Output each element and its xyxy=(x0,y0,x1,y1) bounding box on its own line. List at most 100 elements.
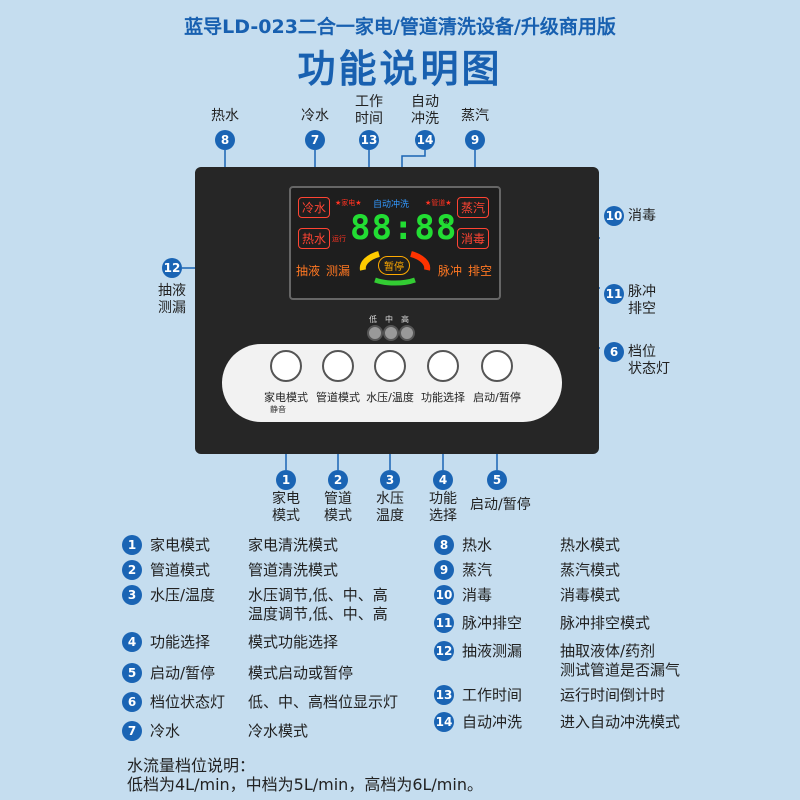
legend-4-badge: 4 xyxy=(122,632,142,652)
display-cold: 冷水 xyxy=(298,197,331,218)
legend-8-badge: 8 xyxy=(434,535,454,555)
display-empty: 排空 xyxy=(468,264,493,278)
callout-2-label: 管道 模式 xyxy=(324,491,352,524)
display-auto-flush: 自动冲洗 xyxy=(373,200,410,210)
callout-2-badge: 2 xyxy=(328,470,348,490)
legend-11-name: 脉冲排空 xyxy=(462,614,523,632)
home-appliance-icon[interactable] xyxy=(270,350,302,382)
callout-13-label: 工作 时间 xyxy=(355,94,383,127)
pressure-arc xyxy=(359,251,431,286)
legend-6-name: 档位状态灯 xyxy=(150,693,226,711)
legend-1-badge: 1 xyxy=(122,535,142,555)
legend-2-badge: 2 xyxy=(122,560,142,580)
play-pause-icon[interactable] xyxy=(481,350,513,382)
callout-7-badge: 7 xyxy=(305,130,325,150)
legend-2-desc: 管道清洗模式 xyxy=(248,561,339,579)
legend-10-desc: 消毒模式 xyxy=(560,586,621,604)
legend-7-badge: 7 xyxy=(122,721,142,741)
mute-label: 静音 xyxy=(270,405,286,414)
start-pause-button[interactable]: 启动/暂停 xyxy=(473,391,521,404)
callout-12-badge: 12 xyxy=(162,258,182,278)
led-low xyxy=(367,325,383,341)
display-pipe-indicator: ★管道★ xyxy=(425,199,452,207)
callout-8-badge: 8 xyxy=(215,130,235,150)
display-pump: 抽液 xyxy=(296,264,321,278)
subtitle: 蓝导LD-023二合一家电/管道清洗设备/升级商用版 xyxy=(184,16,616,38)
legend-1-name: 家电模式 xyxy=(150,536,211,554)
callout-3-label: 水压 温度 xyxy=(376,491,404,524)
hand-select-icon[interactable] xyxy=(427,350,459,382)
pressure-gauge-icon[interactable] xyxy=(374,350,406,382)
display-home-indicator: ★家电★ xyxy=(335,199,362,207)
pipe-mode-button[interactable]: 管道模式 xyxy=(316,391,360,404)
callout-4-badge: 4 xyxy=(433,470,453,490)
legend-7-desc: 冷水模式 xyxy=(248,722,309,740)
time-digits: 88:88 xyxy=(350,208,458,248)
legend-9-name: 蒸汽 xyxy=(462,561,493,579)
legend-9-badge: 9 xyxy=(434,560,454,580)
legend-6-desc: 低、中、高档位显示灯 xyxy=(248,693,399,711)
legend-5-name: 启动/暂停 xyxy=(150,664,216,682)
legend-7-name: 冷水 xyxy=(150,722,181,740)
callout-12-label: 抽液 测漏 xyxy=(158,283,186,316)
callout-8-label: 热水 xyxy=(211,108,239,124)
callout-3-badge: 3 xyxy=(380,470,400,490)
legend-14-desc: 进入自动冲洗模式 xyxy=(560,713,681,731)
callout-9-label: 蒸汽 xyxy=(461,108,489,124)
display-steam: 蒸汽 xyxy=(457,197,490,218)
legend-4-desc: 模式功能选择 xyxy=(248,633,339,651)
callout-10-badge: 10 xyxy=(604,206,624,226)
led-high-label: 高 xyxy=(401,315,409,324)
legend-12-name: 抽液测漏 xyxy=(462,642,523,660)
led-low-label: 低 xyxy=(369,315,377,324)
callout-5-label: 启动/暂停 xyxy=(470,497,531,513)
legend-8-desc: 热水模式 xyxy=(560,536,621,554)
display-disinfect: 消毒 xyxy=(457,228,490,249)
callout-7-label: 冷水 xyxy=(301,108,329,124)
legend-11-desc: 脉冲排空模式 xyxy=(560,614,651,632)
legend-10-name: 消毒 xyxy=(462,586,493,604)
legend-1-desc: 家电清洗模式 xyxy=(248,536,339,554)
pressure-temp-button[interactable]: 水压/温度 xyxy=(366,391,414,404)
legend-3-desc: 水压调节,低、中、高 温度调节,低、中、高 xyxy=(248,586,388,623)
display-pulse: 脉冲 xyxy=(438,264,463,278)
display-pause: 暂停 xyxy=(378,256,410,275)
flow-detail: 低档为4L/min，中档为5L/min，高档为6L/min。 xyxy=(127,775,483,794)
callout-4-label: 功能 选择 xyxy=(429,491,457,524)
pipe-icon[interactable] xyxy=(322,350,354,382)
legend-5-desc: 模式启动或暂停 xyxy=(248,664,354,682)
led-high xyxy=(399,325,415,341)
callout-13-badge: 13 xyxy=(359,130,379,150)
legend-9-desc: 蒸汽模式 xyxy=(560,561,621,579)
callout-11-badge: 11 xyxy=(604,284,624,304)
flow-title: 水流量档位说明： xyxy=(127,756,256,775)
callout-11-label: 脉冲 排空 xyxy=(628,284,656,317)
function-select-button[interactable]: 功能选择 xyxy=(421,391,465,404)
page-title: 功能说明图 xyxy=(297,47,503,91)
legend-12-badge: 12 xyxy=(434,641,454,661)
legend-13-badge: 13 xyxy=(434,685,454,705)
legend-12-desc: 抽取液体/药剂 测试管道是否漏气 xyxy=(560,642,681,679)
display-seconds: 秒 xyxy=(442,221,449,229)
callout-14-label: 自动 冲洗 xyxy=(411,94,439,127)
callout-6-badge: 6 xyxy=(604,342,624,362)
legend-14-name: 自动冲洗 xyxy=(462,713,523,731)
legend-13-desc: 运行时间倒计时 xyxy=(560,686,666,704)
callout-10-label: 消毒 xyxy=(628,208,656,224)
legend-4-name: 功能选择 xyxy=(150,633,211,651)
legend-5-badge: 5 xyxy=(122,663,142,683)
legend-8-name: 热水 xyxy=(462,536,493,554)
callout-5-badge: 5 xyxy=(487,470,507,490)
callout-1-label: 家电 模式 xyxy=(272,491,300,524)
led-mid-label: 中 xyxy=(385,315,393,324)
legend-14-badge: 14 xyxy=(434,712,454,732)
legend-10-badge: 10 xyxy=(434,585,454,605)
legend-3-name: 水压/温度 xyxy=(150,586,216,604)
display-hot: 热水 xyxy=(298,228,331,249)
legend-6-badge: 6 xyxy=(122,692,142,712)
callout-9-badge: 9 xyxy=(465,130,485,150)
legend-13-name: 工作时间 xyxy=(462,686,523,704)
callout-14-badge: 14 xyxy=(415,130,435,150)
home-mode-button[interactable]: 家电模式 xyxy=(264,391,308,404)
display-run: 运行 xyxy=(332,235,346,243)
